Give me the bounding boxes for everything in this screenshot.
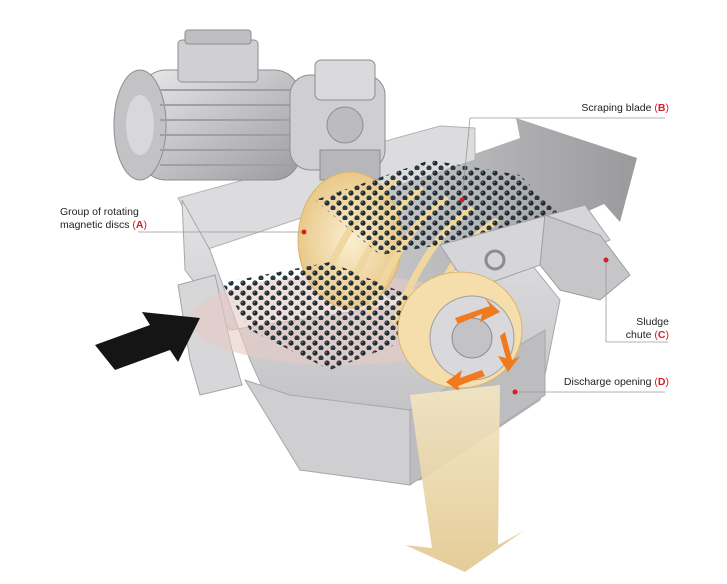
disc-hub	[397, 249, 523, 389]
callout-line-c	[605, 260, 668, 343]
callout-dot-a	[301, 229, 307, 235]
label-scraping-blade-letter: B	[657, 102, 666, 114]
label-magnetic-discs-line2: magnetic discs	[60, 219, 130, 231]
sludge-chute	[539, 214, 631, 301]
label-magnetic-discs-line1: Group of rotating	[60, 206, 139, 218]
callout-dot-b	[459, 197, 465, 203]
callout-dot-d	[512, 389, 518, 395]
label-scraping-blade: Scraping blade (B)	[581, 102, 669, 114]
discharge-arrow-icon	[405, 385, 525, 572]
label-discharge-opening-text: Discharge opening	[563, 376, 652, 388]
label-magnetic-discs-letter: A	[135, 219, 144, 231]
label-discharge-opening-letter: D	[657, 376, 666, 388]
label-discharge-opening: Discharge opening (D)	[563, 376, 669, 388]
label-sludge-chute: Sludge chute (C)	[625, 316, 669, 341]
gear-motor	[113, 29, 386, 181]
callout-line-b	[461, 117, 665, 201]
label-sludge-chute-line2: chute	[625, 329, 652, 341]
label-sludge-chute-line1: Sludge	[636, 316, 669, 328]
label-sludge-chute-letter: C	[657, 329, 666, 341]
label-scraping-blade-text: Scraping blade	[581, 102, 652, 114]
label-magnetic-discs: Group of rotating magnetic discs (A)	[60, 206, 147, 231]
particle-tray	[222, 262, 420, 370]
rotation-arrow-icon	[446, 298, 520, 394]
inlet-arrow-icon	[95, 312, 200, 370]
callout-dot-c	[603, 257, 609, 263]
